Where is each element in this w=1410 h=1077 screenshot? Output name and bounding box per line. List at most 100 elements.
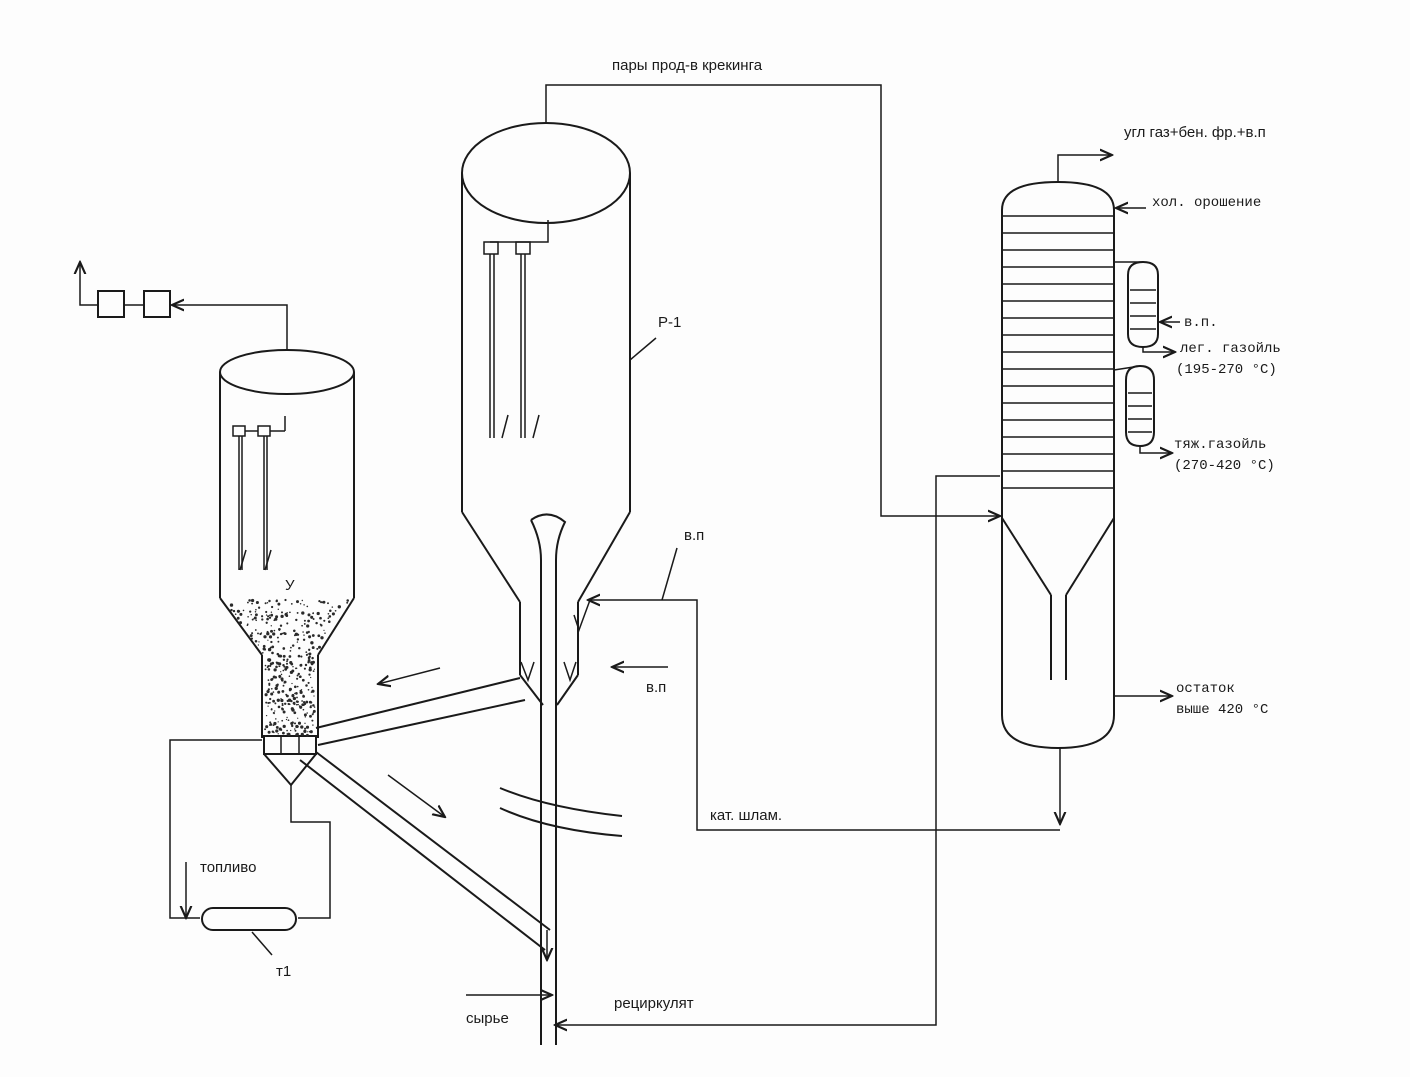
catalyst-grain bbox=[312, 670, 315, 673]
fractionation-column bbox=[1001, 180, 1115, 750]
overhead-line bbox=[1057, 155, 1112, 182]
catalyst-grain bbox=[285, 718, 288, 721]
catalyst-grain bbox=[308, 730, 311, 733]
catalyst-grain bbox=[266, 632, 270, 636]
catalyst-grain bbox=[323, 619, 326, 622]
catalyst-grain bbox=[300, 725, 304, 729]
label-regenerator: У bbox=[285, 577, 295, 594]
catalyst-grain bbox=[311, 719, 314, 722]
catalyst-grain bbox=[310, 691, 313, 693]
catalyst-bed bbox=[229, 598, 349, 737]
furnace-loop bbox=[169, 739, 331, 956]
catalyst-grain bbox=[307, 688, 310, 691]
catalyst-grain bbox=[286, 729, 288, 732]
catalyst-grain bbox=[281, 614, 283, 617]
catalyst-grain bbox=[286, 658, 289, 661]
catalyst-grain bbox=[268, 599, 271, 603]
label-residue-range: выше 420 °C bbox=[1176, 702, 1268, 718]
catalyst-grain bbox=[267, 664, 270, 667]
catalyst-grain bbox=[293, 685, 297, 689]
catalyst-grain bbox=[287, 719, 290, 722]
catalyst-grain bbox=[265, 693, 268, 696]
catalyst-grain bbox=[269, 721, 272, 724]
catalyst-grain bbox=[257, 606, 261, 609]
label-steam-2: в.п bbox=[646, 679, 666, 696]
catalyst-grain bbox=[270, 625, 272, 627]
catalyst-grain bbox=[264, 664, 267, 667]
catalyst-grain bbox=[264, 728, 267, 731]
catalyst-grain bbox=[284, 632, 287, 635]
catalyst-grain bbox=[266, 630, 269, 633]
catalyst-grain bbox=[305, 651, 308, 653]
catalyst-grain bbox=[306, 624, 310, 628]
catalyst-grain bbox=[302, 638, 306, 641]
catalyst-grain bbox=[269, 664, 272, 668]
catalyst-grain bbox=[267, 701, 270, 705]
label-cold-reflux: хол. орошение bbox=[1152, 195, 1261, 211]
catalyst-grain bbox=[298, 675, 302, 679]
catalyst-grain bbox=[303, 619, 306, 622]
catalyst-grain bbox=[301, 611, 305, 615]
catalyst-grain bbox=[316, 647, 319, 650]
catalyst-grain bbox=[273, 629, 276, 632]
catalyst-grain bbox=[254, 629, 257, 631]
label-furnace: т1 bbox=[276, 963, 291, 980]
catalyst-grain bbox=[308, 652, 312, 656]
catalyst-grain bbox=[282, 710, 286, 714]
catalyst-grain bbox=[274, 710, 276, 712]
catalyst-grain bbox=[307, 653, 309, 655]
catalyst-grain bbox=[297, 721, 302, 725]
catalyst-grain bbox=[337, 605, 341, 609]
catalyst-grain bbox=[309, 730, 313, 734]
catalyst-grain bbox=[297, 703, 299, 706]
catalyst-grain bbox=[290, 721, 294, 726]
catalyst-grain bbox=[260, 615, 264, 618]
catalyst-grain bbox=[327, 612, 330, 615]
catalyst-grain bbox=[268, 614, 271, 617]
catalyst-grain bbox=[320, 601, 323, 604]
flue-gas-line bbox=[80, 262, 288, 350]
catalyst-grain bbox=[268, 635, 273, 639]
catalyst-grain bbox=[275, 725, 279, 729]
catalyst-grain bbox=[271, 662, 275, 665]
catalyst-grain bbox=[285, 693, 288, 696]
catalyst-grain bbox=[265, 735, 267, 737]
catalyst-grain bbox=[287, 698, 292, 702]
label-cracking-vapors: пары прод-в крекинга bbox=[612, 57, 763, 74]
catalyst-grain bbox=[299, 603, 302, 605]
label-feed: сырье bbox=[466, 1010, 509, 1027]
catalyst-grain bbox=[275, 718, 277, 720]
catalyst-grain bbox=[276, 698, 280, 702]
catalyst-grain bbox=[303, 634, 305, 636]
catalyst-grain bbox=[346, 601, 349, 604]
catalyst-grain bbox=[289, 611, 291, 614]
catalyst-grain bbox=[272, 699, 275, 703]
catalyst-grain bbox=[271, 645, 275, 649]
catalyst-grain bbox=[265, 614, 268, 616]
catalyst-grain bbox=[307, 681, 310, 684]
catalyst-grain bbox=[277, 640, 280, 643]
catalyst-grain bbox=[303, 622, 306, 625]
catalyst-grain bbox=[304, 722, 306, 724]
catalyst-grain bbox=[282, 663, 285, 667]
catalyst-grain bbox=[284, 667, 288, 671]
catalyst-grain bbox=[297, 672, 300, 676]
catalyst-grain bbox=[272, 632, 276, 636]
flue-gas-box-2 bbox=[143, 290, 171, 318]
catalyst-grain bbox=[297, 717, 299, 719]
catalyst-grain bbox=[279, 624, 283, 627]
catalyst-grain bbox=[276, 652, 280, 656]
catalyst-grain bbox=[275, 615, 279, 619]
catalyst-grain bbox=[305, 631, 309, 634]
catalyst-grain bbox=[277, 733, 279, 735]
catalyst-grain bbox=[265, 701, 268, 704]
label-fuel: топливо bbox=[200, 859, 256, 876]
transfer-lines bbox=[299, 667, 551, 951]
catalyst-grain bbox=[250, 637, 253, 640]
catalyst-grain bbox=[301, 599, 304, 602]
label-steam-1: в.п bbox=[684, 527, 704, 544]
catalyst-grain bbox=[280, 698, 284, 703]
catalyst-grain bbox=[261, 651, 264, 654]
catalyst-grain bbox=[296, 700, 299, 704]
catalyst-grain bbox=[263, 648, 267, 651]
